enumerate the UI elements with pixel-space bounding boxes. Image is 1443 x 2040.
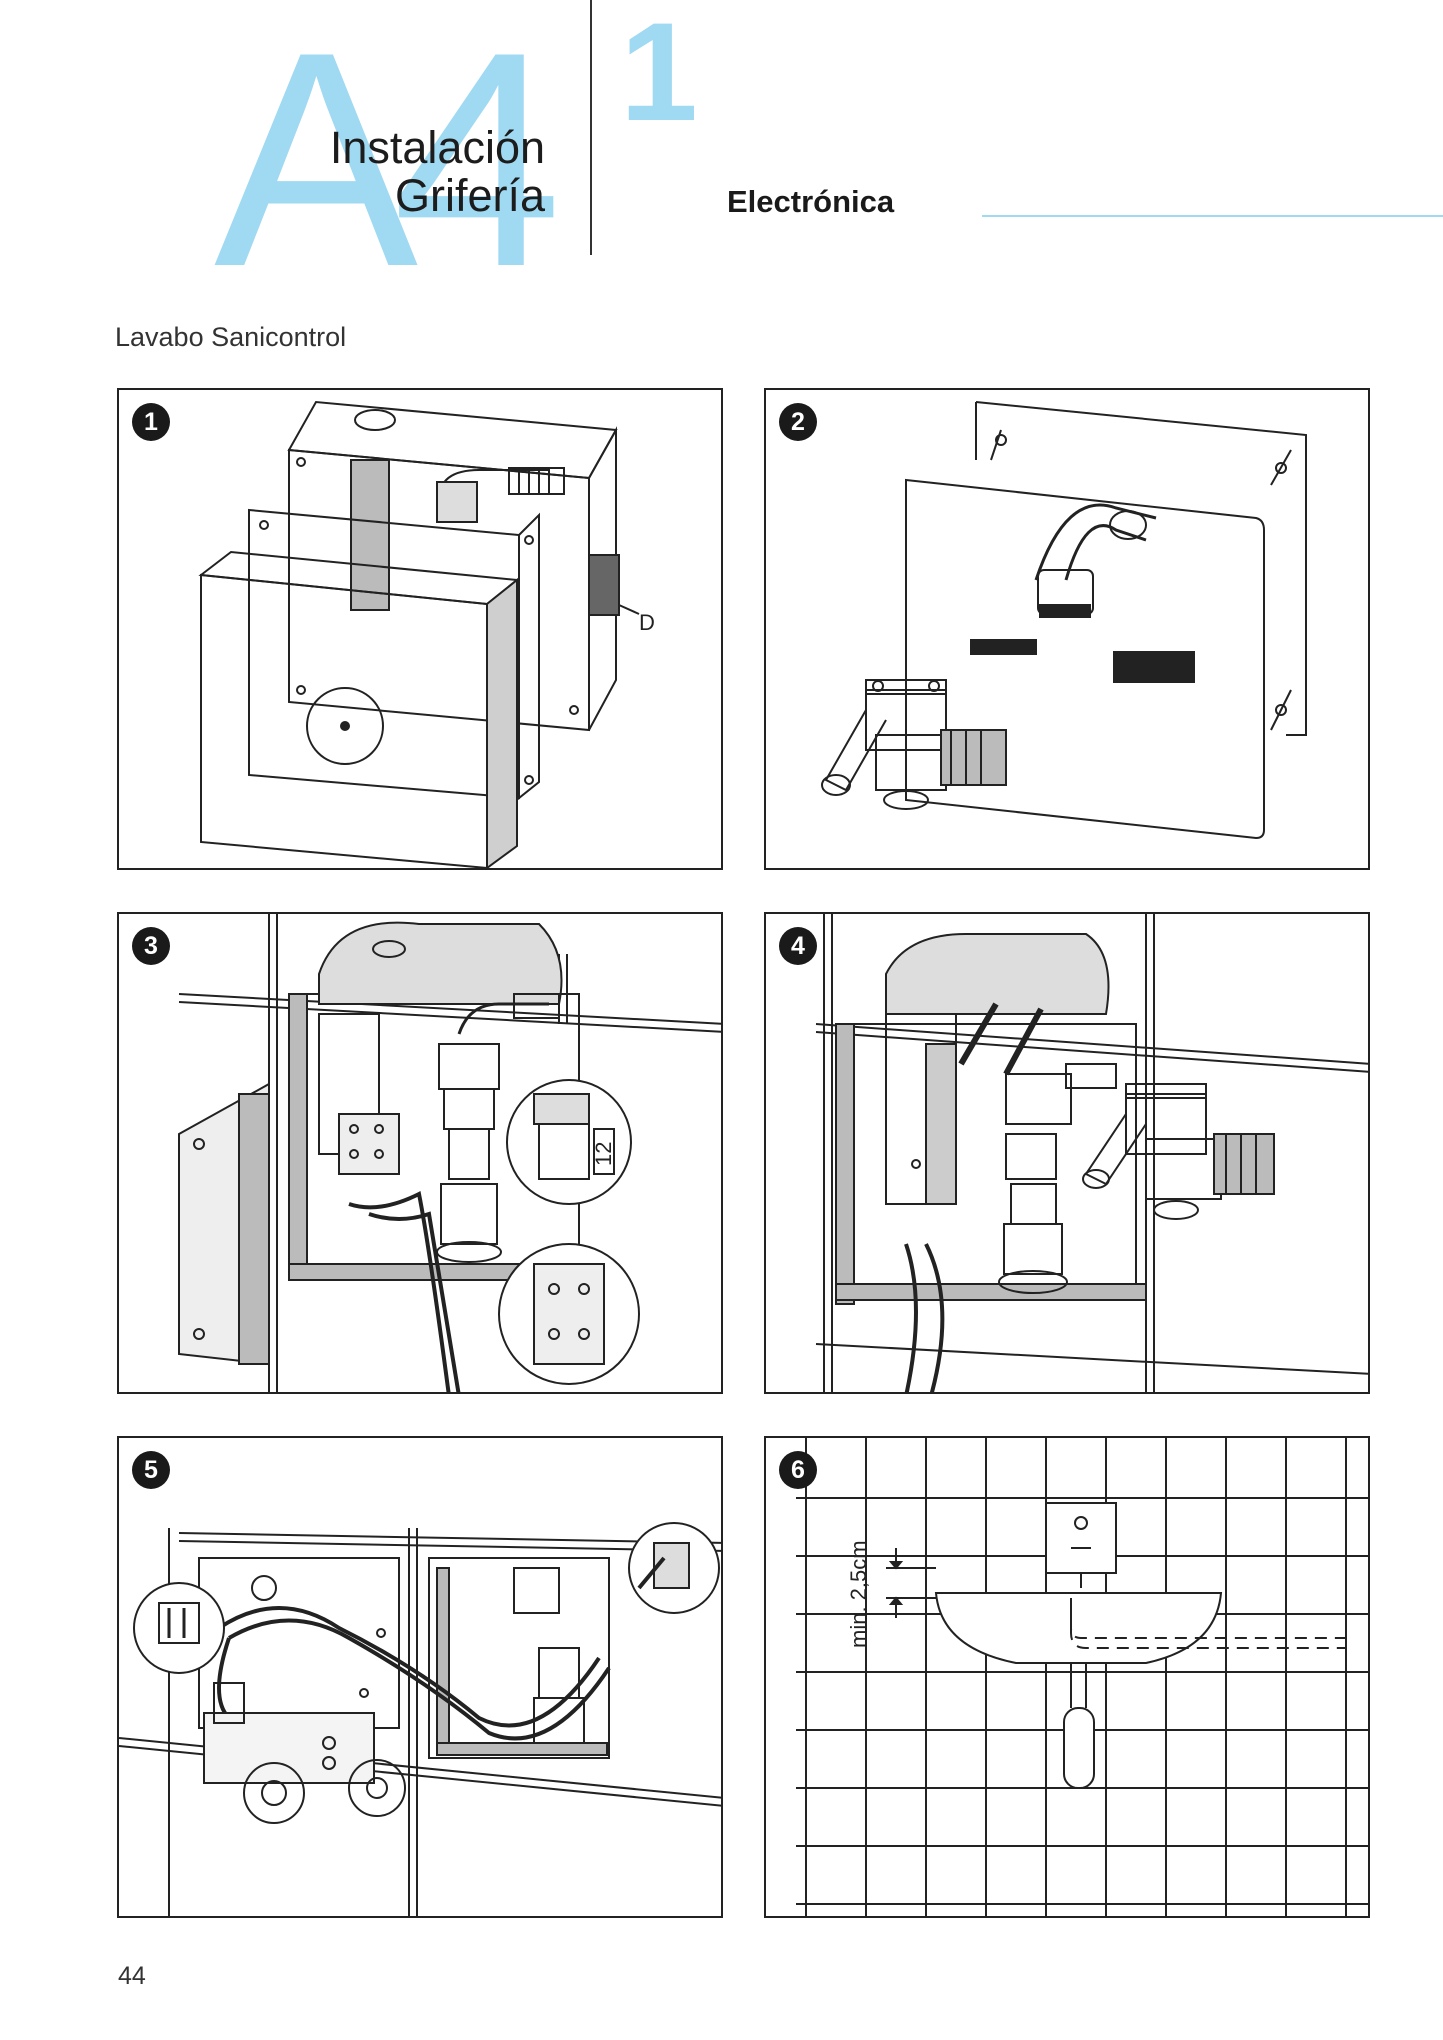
- figure-2-illustration: [821, 401, 1307, 840]
- figure-6-illustration: min. 2,5cm: [796, 1438, 1368, 1916]
- section-letter: A4: [214, 0, 562, 330]
- figure-3-illustration: 12: [178, 914, 721, 1392]
- figure-5: 5: [117, 1436, 723, 1918]
- step-badge-3: 3: [132, 927, 170, 965]
- page-number: 44: [118, 1962, 146, 1990]
- figure-1-illustration: D: [198, 400, 655, 868]
- section-title-line1: Instalación: [329, 122, 545, 173]
- page-subtitle: Lavabo Sanicontrol: [115, 322, 347, 352]
- step-badge-5: 5: [132, 1451, 170, 1489]
- callout-12: 12: [591, 1142, 616, 1166]
- chapter-number: 1: [620, 0, 698, 150]
- header-divider: [590, 0, 592, 255]
- step-badge-4: 4: [779, 927, 817, 965]
- step-badge-1: 1: [132, 403, 170, 441]
- chapter-rule: [982, 215, 1443, 217]
- step-badge-2: 2: [779, 403, 817, 441]
- step-badge-6: 6: [779, 1451, 817, 1489]
- callout-min-height: min. 2,5cm: [846, 1540, 871, 1648]
- figure-4-illustration: [815, 914, 1368, 1392]
- figure-5-illustration: [119, 1522, 721, 1916]
- figure-6: 6 min. 2,5cm: [764, 1436, 1370, 1918]
- section-title: Instalación Grifería: [330, 124, 545, 220]
- chapter-name: Electrónica: [727, 184, 895, 219]
- figure-2: 2: [764, 388, 1370, 870]
- figure-1: 1 D: [117, 388, 723, 870]
- figure-4: 4: [764, 912, 1370, 1394]
- section-title-line2: Grifería: [394, 170, 545, 221]
- figure-3: 3 12: [117, 912, 723, 1394]
- callout-d: D: [639, 610, 655, 635]
